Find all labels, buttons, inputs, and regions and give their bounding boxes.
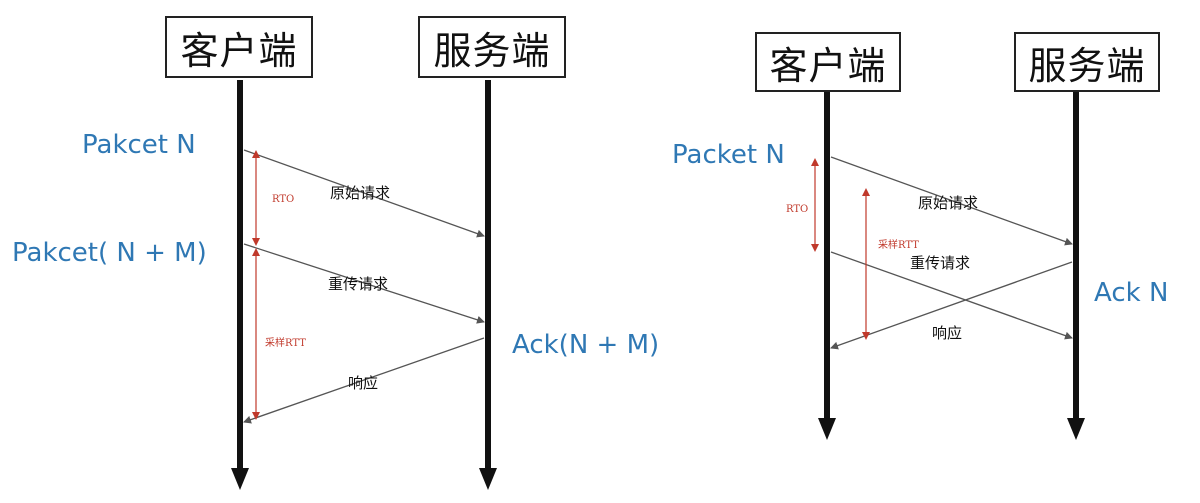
left-original-request-arrow (243, 149, 485, 238)
left-packet-nm-label: Pakcet( N + M) (12, 238, 207, 268)
right-server-label: 服务端 (1028, 43, 1146, 88)
right-rto-label: RTO (786, 204, 809, 215)
right-client-arrowhead (818, 418, 836, 440)
left-rto-label: RTO (272, 194, 295, 205)
right-ack-label: Ack N (1094, 278, 1169, 308)
right-response-label: 响应 (932, 324, 963, 342)
right-retransmit-request-label: 重传请求 (910, 254, 971, 272)
left-response-arrow (243, 337, 485, 424)
right-retransmit-request-arrow (830, 251, 1073, 340)
right-response-arrow (830, 261, 1073, 350)
left-intervals (252, 150, 260, 420)
right-server-arrowhead (1067, 418, 1085, 440)
left-original-request-label: 原始请求 (330, 184, 391, 202)
left-response-label: 响应 (348, 374, 379, 392)
left-client-label: 客户端 (180, 28, 298, 73)
right-intervals (811, 158, 870, 340)
left-server-box: 服务端 (418, 16, 566, 78)
left-client-arrowhead (231, 468, 249, 490)
left-client-box: 客户端 (165, 16, 313, 78)
left-server-label: 服务端 (433, 28, 551, 73)
right-client-label: 客户端 (769, 43, 887, 88)
left-server-arrowhead (479, 468, 497, 490)
left-retransmit-request-label: 重传请求 (328, 275, 389, 293)
right-original-request-label: 原始请求 (918, 194, 979, 212)
left-timelines (231, 80, 497, 490)
right-client-box: 客户端 (755, 32, 901, 92)
right-packet-n-label: Packet N (672, 140, 785, 170)
left-retransmit-request-arrow (243, 243, 485, 324)
right-timelines (818, 88, 1085, 440)
left-ack-label: Ack(N + M) (512, 330, 660, 360)
left-messages (243, 149, 485, 424)
right-server-box: 服务端 (1014, 32, 1160, 92)
right-messages (830, 156, 1073, 350)
left-packet-n-label: Pakcet N (82, 130, 196, 160)
right-original-request-arrow (830, 156, 1073, 246)
left-sample-rtt-label: 采样RTT (265, 338, 306, 349)
right-sample-rtt-label: 采样RTT (878, 240, 919, 251)
